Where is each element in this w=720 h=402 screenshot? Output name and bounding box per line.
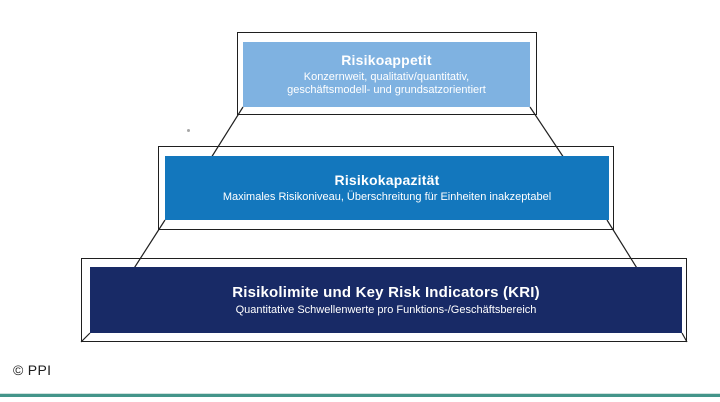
tier-risikokapazitaet-title: Risikokapazität: [334, 172, 440, 188]
tier-risikoappetit-subtitle-line-2: geschäftsmodell- und grundsatzorientiert: [287, 84, 486, 96]
footer-accent-bar: [0, 393, 720, 397]
tier-risikolimite-subtitle: Quantitative Schwellenwerte pro Funktion…: [236, 304, 537, 317]
tier-risikoappetit-box: Risikoappetit Konzernweit, qualitativ/qu…: [243, 42, 530, 107]
tier-risikokapazitaet-subtitle: Maximales Risikoniveau, Überschreitung f…: [223, 191, 551, 204]
tier-risikolimite-subtitle-line-1: Quantitative Schwellenwerte pro Funktion…: [235, 304, 537, 316]
tier-risikolimite-title: Risikolimite und Key Risk Indicators (KR…: [232, 284, 540, 301]
copyright-label: © PPI: [13, 362, 52, 378]
tier-risikokapazitaet-box: Risikokapazität Maximales Risikoniveau, …: [165, 156, 609, 220]
tier-risikokapazitaet-subtitle-line-1: Maximales Risikoniveau, Überschreitung f…: [222, 191, 552, 203]
tier-risikoappetit-subtitle: Konzernweit, qualitativ/quantitativ, ges…: [287, 71, 486, 97]
tier-risikoappetit-subtitle-line-1: Konzernweit, qualitativ/quantitativ,: [303, 71, 470, 83]
tier-risikolimite-box: Risikolimite und Key Risk Indicators (KR…: [90, 267, 682, 333]
tier-risikoappetit-title: Risikoappetit: [341, 52, 432, 68]
smudge-artifact: [187, 129, 190, 132]
